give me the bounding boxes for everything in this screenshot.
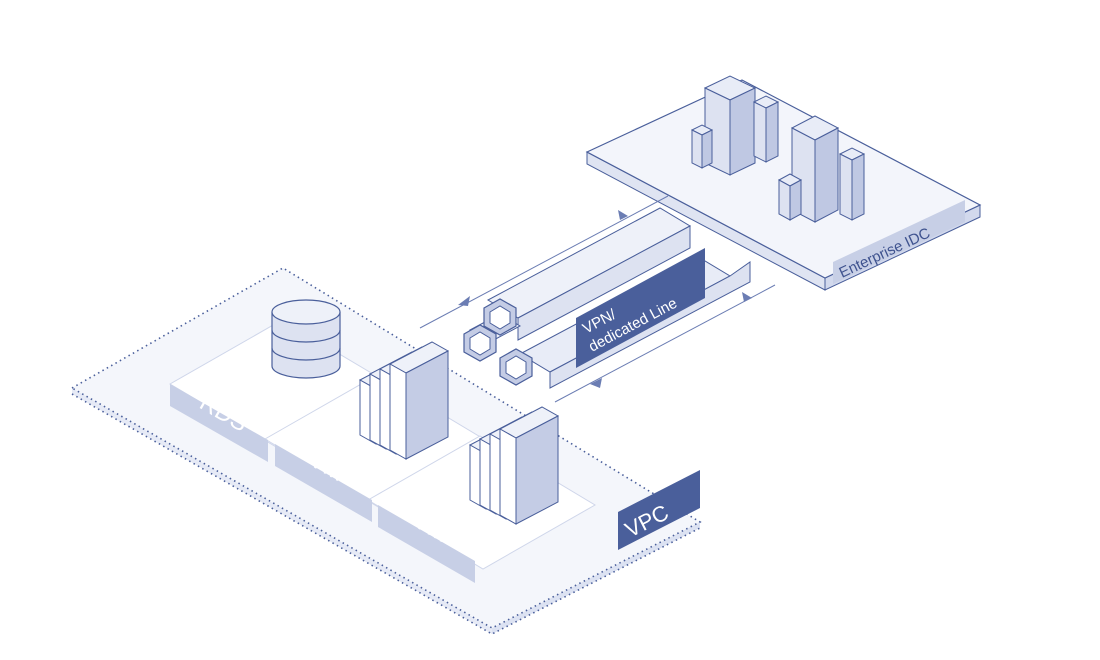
- flow-arrow-icon: [458, 296, 470, 306]
- pipe-end: [483, 298, 517, 336]
- flow-arrow-icon: [618, 210, 628, 220]
- enterprise-idc-zone: Enterprise IDC: [585, 75, 982, 291]
- vpn-connection: VPN/ dedicated Line: [419, 195, 776, 403]
- vpc-zone: RDS VM VM VPC: [70, 267, 702, 635]
- flow-arrow-icon: [419, 195, 669, 329]
- building-icon: [777, 115, 866, 223]
- pipe-end: [463, 324, 497, 362]
- database-icon: [271, 299, 341, 379]
- pipe-end: [499, 348, 533, 386]
- flow-arrow-icon: [554, 284, 776, 403]
- flow-arrow-icon: [590, 378, 602, 388]
- pipe-bundle-icon: [463, 207, 751, 389]
- building-icon: [690, 75, 780, 176]
- server-rack-icon: [358, 341, 450, 460]
- server-rack-icon: [468, 406, 560, 525]
- flow-arrow-icon: [742, 292, 752, 302]
